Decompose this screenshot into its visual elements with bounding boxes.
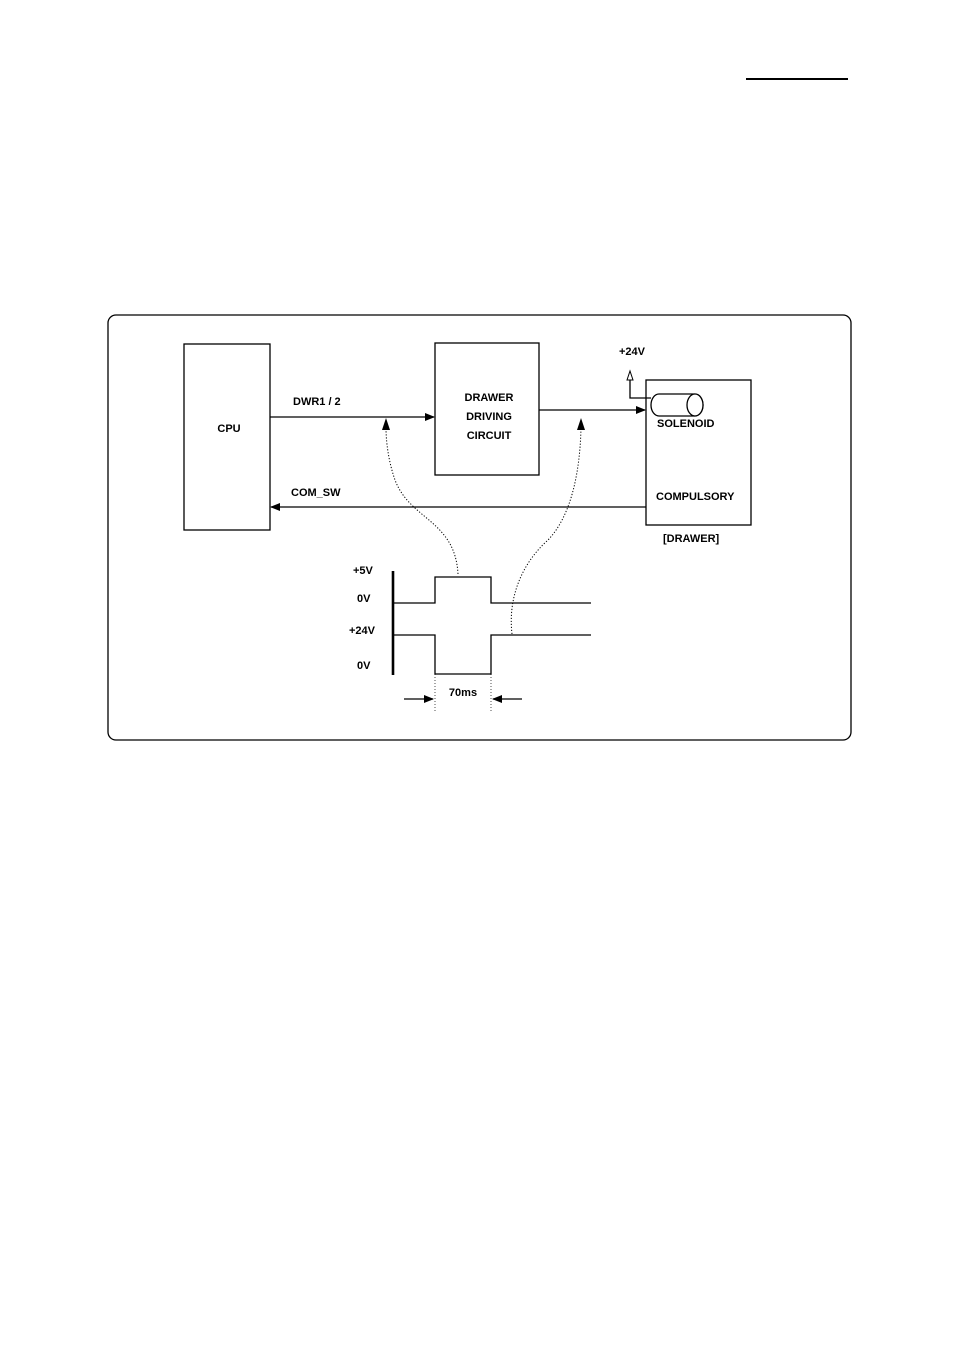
wave-level-5v: +5V [353, 565, 374, 577]
com-sw-signal-label: COM_SW [291, 487, 341, 499]
dwr-signal-label: DWR1 / 2 [293, 396, 341, 408]
cpu-label: CPU [217, 423, 240, 435]
callout-driver-arrowhead [577, 418, 585, 430]
wave-level-0v-a: 0V [357, 593, 371, 605]
drawer-driving-circuit-block [435, 343, 539, 475]
cpu-block [184, 344, 270, 530]
driver-label-line3: CIRCUIT [467, 430, 512, 442]
solenoid-label: SOLENOID [657, 418, 715, 430]
supply-arrow-icon [627, 371, 633, 380]
wave-level-0v-b: 0V [357, 660, 371, 672]
solenoid-icon [651, 394, 703, 416]
compulsory-label: COMPULSORY [656, 491, 735, 503]
pulse-width-label: 70ms [449, 687, 477, 699]
drive-pulse-waveform [393, 635, 591, 674]
wave-level-24v: +24V [349, 625, 376, 637]
driver-label-line1: DRAWER [465, 392, 514, 404]
driver-label-line2: DRIVING [466, 411, 512, 423]
callout-dwr-arrowhead [382, 418, 390, 430]
logic-pulse-waveform [393, 577, 591, 603]
supply-24v-label: +24V [619, 346, 646, 358]
drawer-label: [DRAWER] [663, 533, 720, 545]
